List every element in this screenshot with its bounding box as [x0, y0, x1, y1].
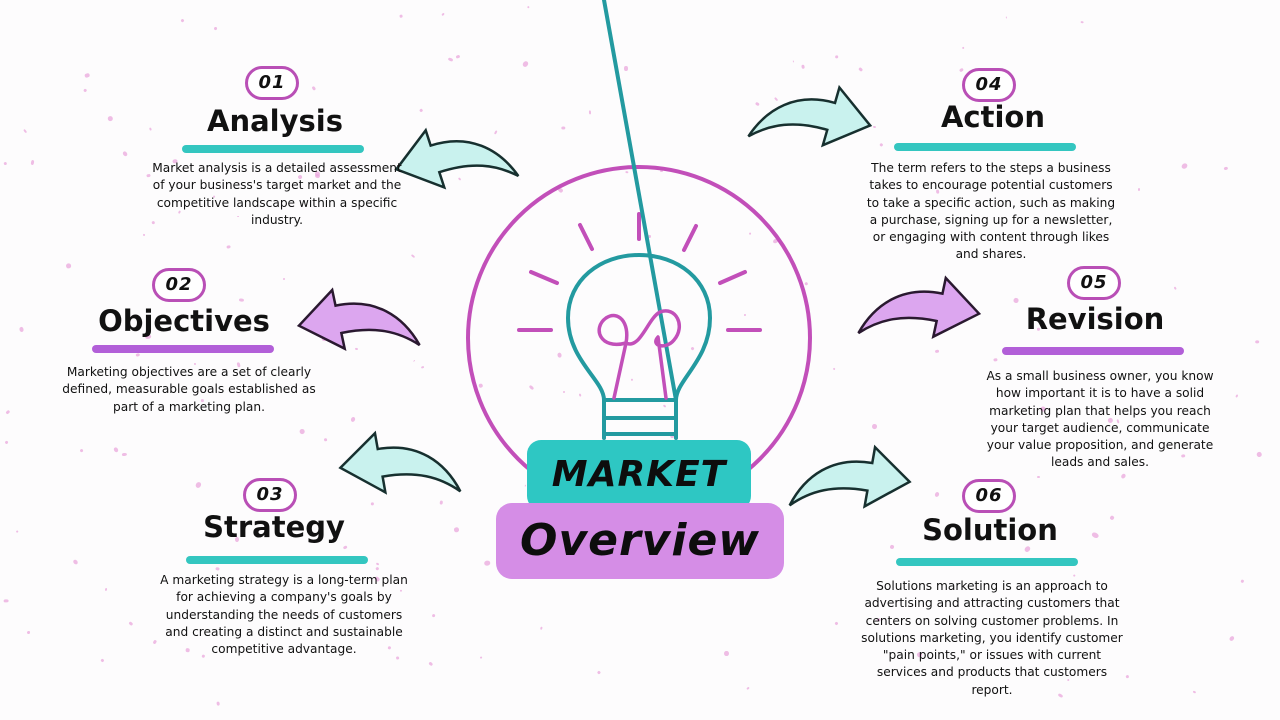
section-number-badge: 02 [152, 268, 206, 302]
section-title: Revision [1025, 302, 1165, 336]
section-number-badge: 01 [245, 66, 299, 100]
confetti-dot [659, 169, 664, 173]
title-underline [92, 345, 274, 353]
section-description: The term refers to the steps a business … [866, 161, 1116, 262]
section-title: Strategy [203, 510, 345, 544]
title-underline [894, 143, 1076, 151]
title-market-box: MARKET [527, 440, 751, 510]
section-number-badge: 06 [962, 479, 1016, 513]
section-description: Marketing objectives are a set of clearl… [62, 365, 316, 414]
title-underline [896, 558, 1078, 566]
curved-arrow-icon [386, 106, 520, 213]
section-description: As a small business owner, you know how … [986, 369, 1214, 470]
section-title: Solution [922, 513, 1058, 547]
section-number-badge: 05 [1067, 266, 1121, 300]
section-description: Solutions marketing is an approach to ad… [861, 579, 1123, 697]
confetti-dot [1037, 476, 1040, 479]
title-underline [186, 556, 368, 564]
section-description: A marketing strategy is a long-term plan… [160, 573, 408, 657]
lightbulb-icon [517, 0, 762, 440]
curved-arrow-icon [857, 261, 987, 358]
curved-arrow-icon [788, 433, 916, 527]
title-underline [182, 145, 364, 153]
section-number-badge: 03 [243, 478, 297, 512]
confetti-dot [623, 66, 628, 71]
title-underline [1002, 347, 1184, 355]
curved-arrow-icon [747, 65, 880, 170]
section-title: Objectives [98, 304, 270, 338]
curved-arrow-icon [334, 419, 462, 513]
section-title: Action [940, 100, 1046, 134]
section-description: Market analysis is a detailed assessment… [152, 161, 402, 227]
title-overview-box: Overview [496, 503, 784, 579]
section-number-badge: 04 [962, 68, 1016, 102]
section-title: Analysis [207, 104, 343, 138]
curved-arrow-icon [291, 273, 421, 370]
